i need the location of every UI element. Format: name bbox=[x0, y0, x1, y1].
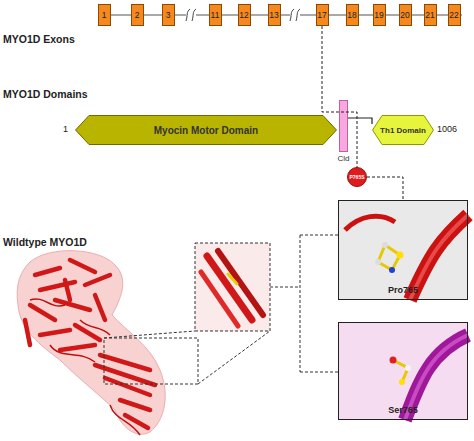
exon-number: 12 bbox=[239, 10, 248, 20]
protein-loop bbox=[30, 299, 140, 435]
helix bbox=[25, 320, 30, 345]
exon-number: 18 bbox=[347, 10, 356, 20]
helix bbox=[30, 305, 55, 320]
atom bbox=[390, 357, 397, 364]
atom bbox=[405, 365, 411, 371]
atom bbox=[399, 379, 405, 385]
dashed-connector bbox=[367, 177, 403, 200]
domain-shape bbox=[76, 116, 337, 145]
mutation-label: P765S bbox=[349, 174, 364, 180]
residue-sticks bbox=[378, 245, 400, 270]
helix bbox=[40, 282, 75, 290]
residue-panel: Pro765 bbox=[338, 200, 468, 300]
domain-shape bbox=[373, 116, 434, 145]
exon-box: 21 bbox=[424, 4, 437, 26]
helix bbox=[105, 378, 150, 395]
helix bbox=[125, 415, 148, 428]
break-gap bbox=[290, 10, 300, 20]
break-mark bbox=[186, 9, 190, 21]
exon-box: 19 bbox=[373, 4, 386, 26]
domain-name: Th1 Domain bbox=[380, 126, 426, 135]
zoom-leader bbox=[198, 331, 270, 384]
exon-box: 13 bbox=[268, 4, 281, 26]
helix bbox=[120, 400, 150, 410]
exon-number: 19 bbox=[374, 10, 383, 20]
atom bbox=[397, 252, 404, 259]
helix bbox=[55, 300, 90, 310]
panel-background bbox=[338, 322, 468, 420]
residue-label: Ser765 bbox=[339, 405, 467, 415]
text-label: Wildtype MYO1D bbox=[3, 236, 87, 248]
helix-group bbox=[25, 260, 155, 428]
exon-number: 11 bbox=[211, 10, 220, 20]
exon-box: 18 bbox=[346, 4, 359, 26]
exon-box: 3 bbox=[162, 4, 175, 26]
cld-box: Cld bbox=[339, 100, 348, 152]
helix bbox=[40, 330, 70, 335]
exon-box: 1 bbox=[98, 4, 111, 26]
break-mark bbox=[296, 9, 300, 21]
exon-box: 12 bbox=[238, 4, 251, 26]
helix bbox=[65, 280, 70, 300]
exon-number: 1 bbox=[102, 10, 107, 20]
break-mark bbox=[290, 9, 294, 21]
helix bbox=[85, 275, 110, 285]
domain-hexagon: Th1 Domain bbox=[372, 115, 434, 145]
helix bbox=[70, 260, 95, 272]
residue-sticks bbox=[393, 360, 408, 382]
helix bbox=[35, 268, 60, 275]
domain-hexagon: Myocin Motor Domain bbox=[75, 115, 337, 145]
exon-number: 2 bbox=[135, 10, 140, 20]
exon-box: 2 bbox=[131, 4, 144, 26]
exon-box: 11 bbox=[209, 4, 222, 26]
atom bbox=[382, 242, 388, 248]
residue-panel: Ser765 bbox=[338, 322, 468, 420]
loop-ribbon bbox=[345, 216, 395, 230]
atom bbox=[389, 267, 395, 273]
domain-text-box: Myocin Motor Domain bbox=[75, 115, 337, 145]
text-label: 1 bbox=[63, 124, 68, 134]
domain-name: Myocin Motor Domain bbox=[154, 125, 258, 136]
text-label: MYO1D Exons bbox=[3, 33, 75, 45]
helix-highlight bbox=[410, 215, 468, 300]
exon-box: 17 bbox=[316, 4, 329, 26]
panel-leader bbox=[270, 235, 338, 372]
exon-number: 17 bbox=[317, 10, 326, 20]
text-label: 1006 bbox=[437, 124, 457, 134]
text-label: MYO1D Domains bbox=[3, 88, 88, 100]
exon-number: 3 bbox=[166, 10, 171, 20]
helix bbox=[60, 345, 95, 350]
protein-surface bbox=[17, 251, 165, 435]
helix bbox=[95, 295, 105, 320]
exon-box: 20 bbox=[399, 4, 412, 26]
break-gap bbox=[186, 10, 196, 20]
helix bbox=[201, 272, 238, 326]
exon-number: 20 bbox=[400, 10, 409, 20]
exon-number: 13 bbox=[269, 10, 278, 20]
exon-box: 22 bbox=[448, 4, 461, 26]
panel-background bbox=[338, 200, 468, 300]
zoom-box bbox=[195, 243, 270, 331]
exon-number: 21 bbox=[425, 10, 434, 20]
exon-number: 22 bbox=[449, 10, 458, 20]
residue-label: Pro765 bbox=[339, 285, 467, 295]
zoom-region bbox=[104, 338, 198, 384]
residue-stick bbox=[228, 274, 237, 284]
helix-ribbon bbox=[410, 215, 468, 300]
domain-name: Cld bbox=[337, 154, 349, 163]
atom bbox=[375, 259, 381, 265]
domain-text-box: Th1 Domain bbox=[372, 115, 434, 145]
zoom-leader bbox=[104, 331, 195, 338]
mutation-marker: P765S bbox=[347, 167, 367, 187]
dashed-connector bbox=[322, 26, 357, 167]
zoom-helices bbox=[201, 251, 263, 326]
break-mark bbox=[192, 9, 196, 21]
